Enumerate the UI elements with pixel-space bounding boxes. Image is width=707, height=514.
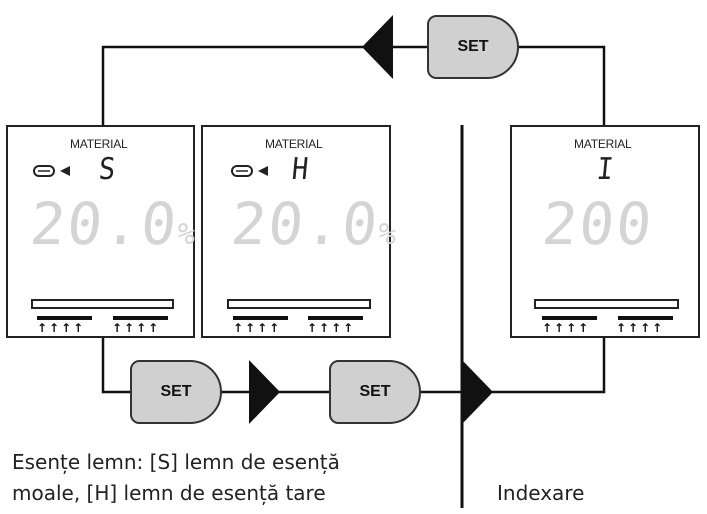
mode-letter: H	[290, 152, 310, 187]
up-arrows-left-icon: ↑↑↑↑	[233, 321, 282, 335]
reading-value: 200	[539, 190, 657, 264]
set-button-bottom-left[interactable]: SET	[130, 360, 222, 424]
bottom-arrow-1-icon	[249, 360, 280, 424]
up-arrows-right-icon: ↑↑↑↑	[112, 321, 161, 335]
material-label: MATERIAL	[70, 137, 128, 151]
display-panel-index: MATERIAL I 200 ↑↑↑↑ ↑↑↑↑	[510, 125, 700, 338]
reading-number: 200	[539, 190, 657, 258]
up-arrows-right-icon: ↑↑↑↑	[616, 321, 665, 335]
indicator-line-right	[618, 316, 673, 320]
set-button-bottom-right[interactable]: SET	[329, 360, 421, 424]
up-arrows-right-icon: ↑↑↑↑	[307, 321, 356, 335]
pointer-left-icon	[258, 166, 268, 176]
indicator-bar	[534, 299, 679, 309]
mode-letter: I	[595, 152, 615, 187]
wood-plank-icon	[33, 165, 55, 177]
indicator-line-left	[37, 316, 92, 320]
display-panel-softwood: MATERIAL S 20.0% ↑↑↑↑ ↑↑↑↑	[6, 125, 197, 338]
top-loop-line	[101, 45, 606, 125]
wood-caption-line1: Esențe lemn: [S] lemn de esență	[12, 450, 340, 474]
indicator-line-right	[113, 316, 168, 320]
indicator-bar	[227, 299, 371, 309]
up-arrows-left-icon: ↑↑↑↑	[542, 321, 591, 335]
index-caption: Indexare	[497, 481, 585, 505]
indicator-line-left	[542, 316, 597, 320]
reading-value: 20.0%	[27, 190, 199, 264]
bottom-arrow-2-icon	[462, 360, 493, 424]
material-label: MATERIAL	[265, 137, 323, 151]
wood-plank-icon	[231, 165, 253, 177]
display-panel-hardwood: MATERIAL H 20.0% ↑↑↑↑ ↑↑↑↑	[201, 125, 398, 338]
reading-unit: %	[376, 217, 398, 252]
reading-value: 20.0%	[228, 190, 400, 264]
pointer-left-icon	[60, 166, 70, 176]
reading-number: 20.0	[27, 190, 182, 258]
indicator-line-right	[308, 316, 363, 320]
indicator-bar	[31, 299, 174, 309]
up-arrows-left-icon: ↑↑↑↑	[37, 321, 86, 335]
reading-number: 20.0	[228, 190, 383, 258]
material-label: MATERIAL	[574, 137, 632, 151]
reading-unit: %	[175, 217, 197, 252]
mode-letter: S	[97, 152, 117, 187]
indicator-line-left	[233, 316, 288, 320]
wood-caption-line2: moale, [H] lemn de esență tare	[12, 481, 326, 505]
top-arrow-icon	[362, 15, 393, 79]
set-button-top[interactable]: SET	[427, 15, 519, 79]
